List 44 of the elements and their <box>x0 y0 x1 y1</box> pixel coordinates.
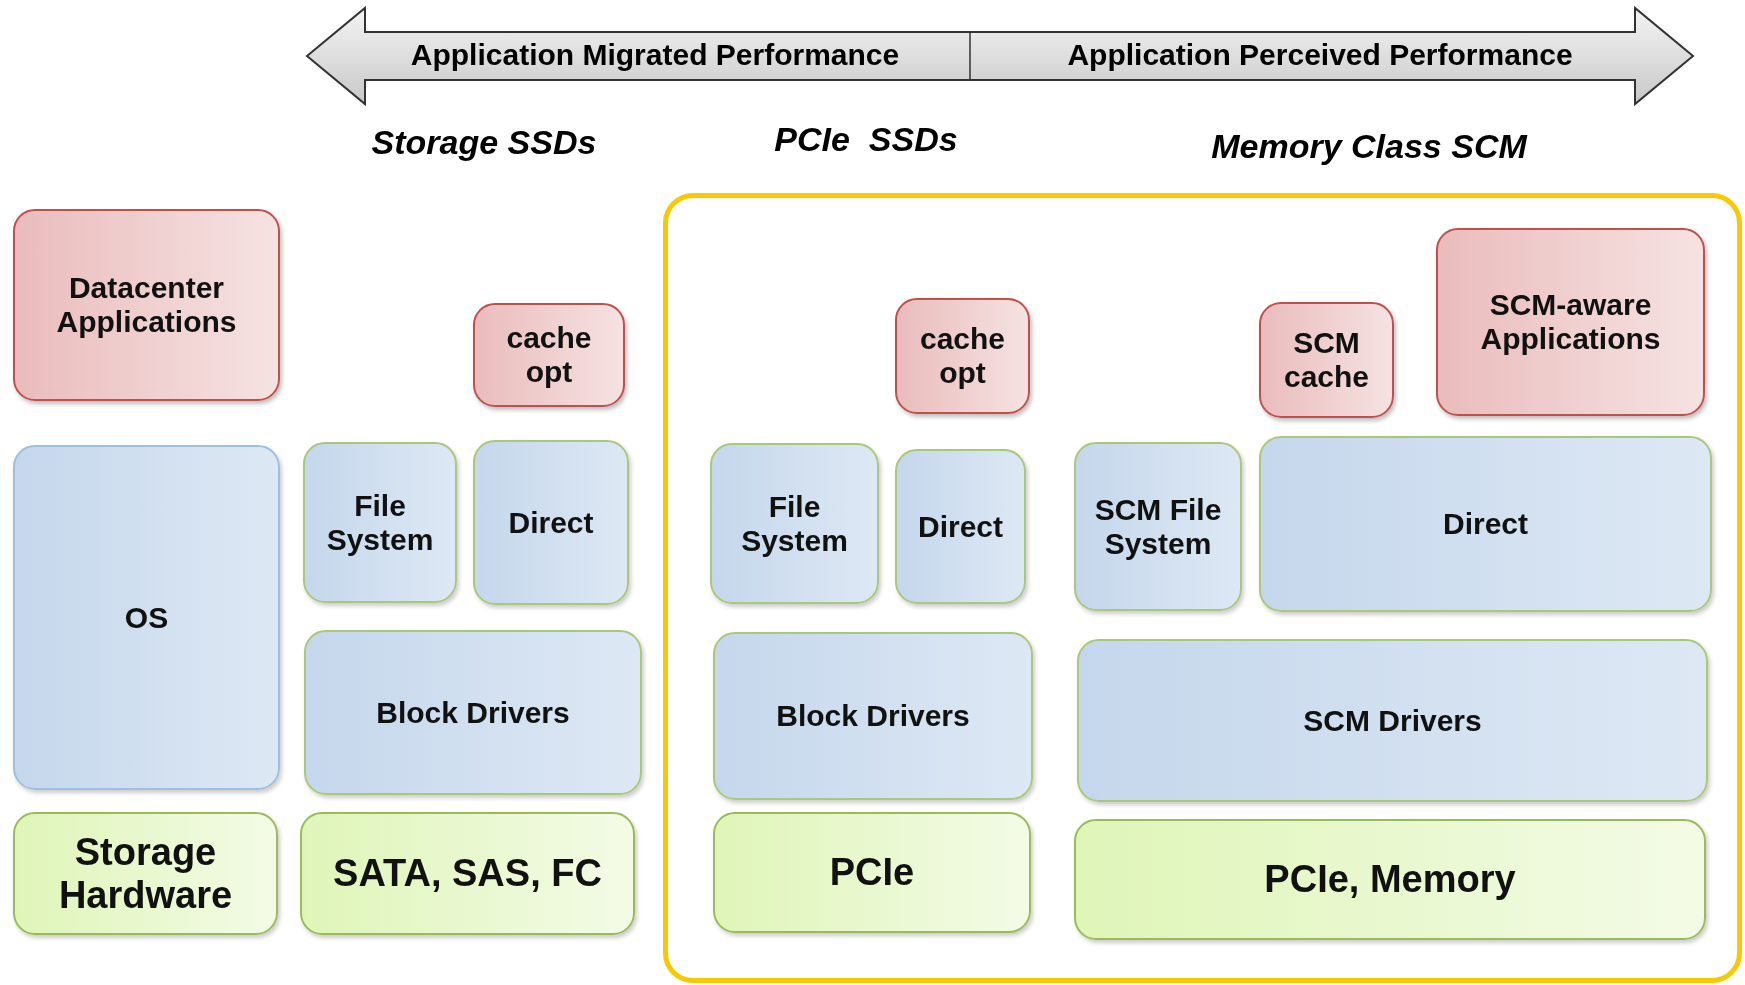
hardware-box <box>713 812 1031 933</box>
layer-box <box>473 440 629 605</box>
application-box <box>895 298 1030 414</box>
application-box <box>1436 228 1705 416</box>
hardware-box <box>300 812 635 935</box>
box-label: Direct <box>916 508 1004 545</box>
application-box <box>473 303 625 407</box>
box-label: PCIe, Memory <box>1263 857 1517 902</box>
layer-box <box>710 443 879 604</box>
box-label: SCM File System <box>1093 491 1223 562</box>
column-heading: PCIe SSDs <box>774 119 958 159</box>
layer-box <box>304 630 642 795</box>
box-label: PCIe <box>828 850 916 895</box>
arrow-label: Application Migrated Performance <box>410 38 900 72</box>
box-label: Block Drivers <box>775 698 971 734</box>
box-label: Direct <box>1441 506 1529 542</box>
box-label: Direct <box>507 504 595 541</box>
layer-box <box>895 449 1026 604</box>
hardware-box <box>13 812 278 935</box>
box-label: cache opt <box>505 320 593 390</box>
layer-box <box>1077 639 1708 802</box>
box-label: SCM-aware Applications <box>1479 287 1662 357</box>
column-heading: Storage SSDs <box>371 122 597 162</box>
box-label: SATA, SAS, FC <box>332 851 603 896</box>
column-heading: Memory Class SCM <box>1211 126 1527 166</box>
box-label: Datacenter Applications <box>55 270 238 340</box>
layer-box <box>713 632 1033 800</box>
layer-box <box>303 442 457 603</box>
layer-box <box>1259 436 1712 612</box>
box-label: SCM cache <box>1282 325 1371 395</box>
highlight-frame <box>663 193 1742 983</box>
layer-box <box>13 445 280 790</box>
hardware-box <box>1074 819 1706 940</box>
arrow-label: Application Perceived Performance <box>1067 38 1573 72</box>
box-label: File System <box>740 488 849 559</box>
application-box <box>1259 302 1394 418</box>
box-label: Block Drivers <box>375 694 571 731</box>
box-label: cache opt <box>918 321 1007 391</box>
application-box <box>13 209 280 401</box>
layer-box <box>1074 442 1242 611</box>
box-label: OS <box>123 599 170 636</box>
box-label: Storage Hardware <box>57 829 234 918</box>
box-label: SCM Drivers <box>1302 702 1483 739</box>
box-label: File System <box>325 487 435 558</box>
